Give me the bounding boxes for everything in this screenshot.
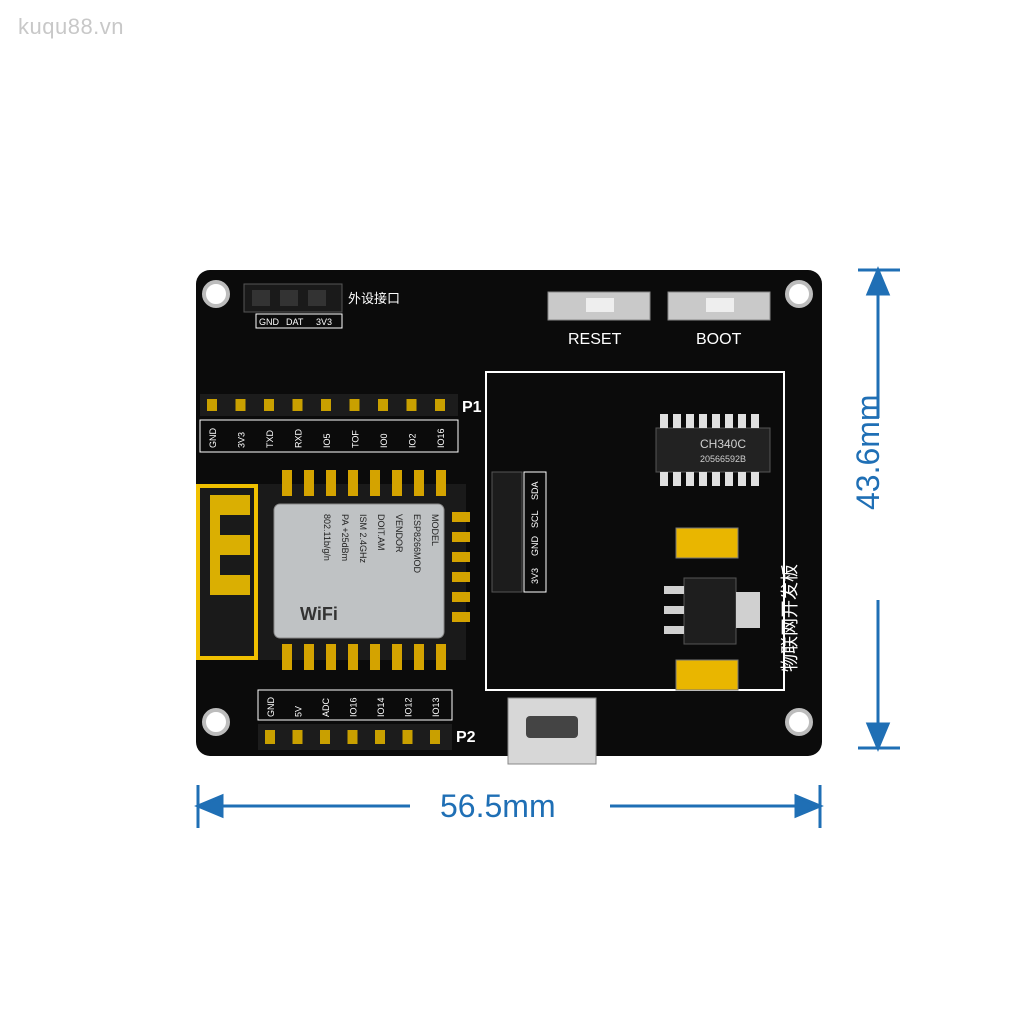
header-pin <box>207 399 217 411</box>
pin-label: 5V <box>294 706 304 717</box>
svg-text:P1: P1 <box>462 399 482 416</box>
esp8266-module: MODEL ESP8266MOD VENDOR DOIT.AM ISM 2.4GHz PA… <box>196 470 470 670</box>
pin-label: 3V3 <box>237 432 247 448</box>
capacitor <box>675 527 739 559</box>
svg-text:P2: P2 <box>456 729 476 746</box>
header-pin <box>349 399 360 411</box>
header-pin <box>402 730 413 744</box>
pin-label: RXD <box>294 428 304 448</box>
module-marking: PA +25dBm <box>340 514 350 561</box>
pin-label: 3V3 <box>530 568 540 584</box>
pin-label: IO14 <box>376 697 386 717</box>
watermark: kuqu88.vn <box>18 14 125 39</box>
module-marking: 802.11b/g/n <box>322 514 332 561</box>
pin-label: SDA <box>530 481 540 500</box>
module-marking: VENDOR <box>394 514 404 553</box>
wifi-logo: WiFi <box>300 604 338 624</box>
svg-text:BOOT: BOOT <box>696 331 742 348</box>
module-marking: ISM 2.4GHz <box>358 514 368 564</box>
header-pin <box>430 730 440 744</box>
svg-text:CH340C: CH340C <box>700 437 746 451</box>
pin-label: GND <box>266 697 276 718</box>
header-pin <box>265 730 275 744</box>
pin-label: IO16 <box>349 697 359 717</box>
pin-label: GND <box>530 536 540 557</box>
pin-label: IO0 <box>379 433 389 448</box>
p2-header: GND 5V ADC IO16 IO14 IO12 IO13 P2 <box>257 689 476 750</box>
mounting-holes <box>202 280 813 736</box>
p1-header: GND 3V3 TXD RXD IO5 TOF IO0 IO2 IO16 P1 <box>199 394 482 453</box>
dimension-arrows <box>194 266 900 828</box>
pin-label: TXD <box>265 429 275 448</box>
pin-label: IO2 <box>408 433 418 448</box>
module-marking: DOIT.AM <box>376 514 386 551</box>
header-pin <box>292 730 303 744</box>
buttons: RESET BOOT <box>547 291 771 348</box>
pin-label: ADC <box>321 697 331 717</box>
header-pin <box>292 399 303 411</box>
header-pin <box>378 399 388 411</box>
svg-text:20566592B: 20566592B <box>700 454 746 464</box>
svg-text:DAT: DAT <box>286 317 304 327</box>
usb-uart-section <box>485 371 785 691</box>
module-marking: MODEL <box>430 514 440 546</box>
width-dimension-label: 56.5mm <box>440 788 556 824</box>
capacitor <box>675 659 739 691</box>
pin-label: SCL <box>530 510 540 528</box>
header-pin <box>435 399 445 411</box>
header-pin <box>347 730 358 744</box>
svg-text:3V3: 3V3 <box>316 317 332 327</box>
header-pin <box>264 399 274 411</box>
header-pin <box>321 399 331 411</box>
pin-label: TOF <box>351 430 361 448</box>
pin-label: IO16 <box>436 428 446 448</box>
module-marking: ESP8266MOD <box>412 514 422 574</box>
header-pin <box>320 730 330 744</box>
pin-label: IO13 <box>431 697 441 717</box>
voltage-regulator <box>664 577 760 645</box>
svg-text:RESET: RESET <box>568 331 622 348</box>
i2c-header: SDA SCL GND 3V3 <box>491 471 547 593</box>
pin-label: IO5 <box>322 433 332 448</box>
peripheral-header: 外设接口 GND DAT 3V3 <box>243 283 400 329</box>
svg-text:物联网开发板: 物联网开发板 <box>780 564 801 672</box>
header-pin <box>406 399 417 411</box>
header-pin <box>235 399 246 411</box>
pin-label: IO12 <box>404 697 414 717</box>
header-pin <box>375 730 385 744</box>
svg-text:外设接口: 外设接口 <box>348 291 400 307</box>
pin-label: GND <box>208 428 218 449</box>
height-dimension-label: 43.6mm <box>850 394 886 510</box>
svg-text:GND: GND <box>259 317 280 327</box>
ch340-chip: CH340C 20566592B <box>655 414 771 486</box>
